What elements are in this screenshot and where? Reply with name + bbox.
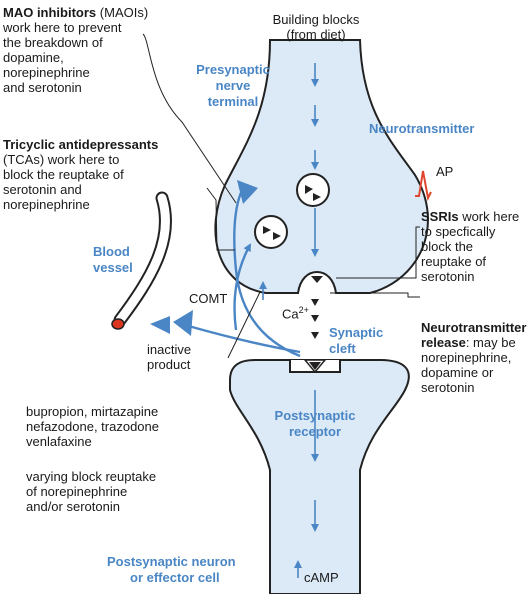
mao-line-5: and serotonin [3, 80, 82, 95]
release-title-line-1: Neurotransmitter [421, 320, 526, 335]
inactive-product-line-1: inactive [147, 342, 191, 357]
ap-label: AP [436, 164, 453, 179]
postsynaptic-receptor-line-2: receptor [255, 424, 375, 439]
building-blocks-line-2: (from diet) [262, 27, 370, 42]
blood-vessel-line-2: vessel [93, 260, 133, 275]
tca-line-4: norepinephrine [3, 197, 90, 212]
neurotransmitter-label: Neurotransmitter [369, 121, 474, 136]
presynaptic-line-1: Presynaptic [183, 62, 283, 77]
synaptic-cleft-line-2: cleft [329, 341, 356, 356]
ssri-title: SSRIs [421, 209, 459, 224]
tca-line-2: block the reuptake of [3, 167, 124, 182]
tca-line-3: serotonin and [3, 182, 82, 197]
mao-line-4: norepinephrine [3, 65, 90, 80]
ssri-line-2: to specfically [421, 224, 495, 239]
postsynaptic-cell [230, 360, 409, 594]
release-vesicle-marks [311, 276, 323, 283]
calcium-symbol: Ca [282, 306, 299, 321]
camp-label: cAMP [304, 570, 339, 585]
release-line-2: release: may be [421, 335, 516, 350]
ssri-line-5: serotonin [421, 269, 474, 284]
reuptake-line-3: and/or serotonin [26, 499, 120, 514]
presynaptic-line-3: terminal [183, 94, 283, 109]
release-line-3: norepinephrine, [421, 350, 511, 365]
mao-line-2: the breakdown of [3, 35, 103, 50]
drug-line-2: nefazodone, trazodone [26, 419, 159, 434]
postsynaptic-receptor-line-1: Postsynaptic [255, 408, 375, 423]
mao-line-3: dopamine, [3, 50, 64, 65]
ssri-rest: work here [459, 209, 520, 224]
tca-abbr: (TCAs) [3, 152, 44, 167]
tca-line-1-text: work here to [44, 152, 119, 167]
reuptake-line-2: of norepinephrine [26, 484, 127, 499]
reuptake-line-1: varying block reuptake [26, 469, 156, 484]
release-line-5: serotonin [421, 380, 474, 395]
calcium-label: Ca2+ [282, 303, 309, 321]
comt-label: COMT [189, 291, 227, 306]
tca-title: Tricyclic antidepressants [3, 137, 158, 152]
release-line-4: dopamine or [421, 365, 493, 380]
vesicle-left [255, 216, 287, 248]
inactive-product-line-2: product [147, 357, 190, 372]
release-rest: : may be [466, 335, 516, 350]
ssri-line-1: SSRIs work here [421, 209, 519, 224]
ssri-line-4: reuptake of [421, 254, 486, 269]
vesicle-upper [297, 174, 329, 206]
blood-vessel-line-1: Blood [93, 244, 130, 259]
postsynaptic-neuron-line-2: or effector cell [130, 570, 220, 585]
mao-inhibitors-label: MAO inhibitors (MAOIs) [3, 5, 148, 20]
release-title-line-2: release [421, 335, 466, 350]
synaptic-cleft-line-1: Synaptic [329, 325, 383, 340]
drug-line-3: venlafaxine [26, 434, 92, 449]
mao-title: MAO inhibitors [3, 5, 96, 20]
postsynaptic-neuron-line-1: Postsynaptic neuron [107, 554, 236, 569]
released-neurotransmitter [311, 299, 319, 339]
drug-line-1: bupropion, mirtazapine [26, 404, 158, 419]
calcium-charge: 2+ [299, 305, 309, 315]
mao-line-1: work here to prevent [3, 20, 122, 35]
building-blocks-line-1: Building blocks [262, 12, 370, 27]
ssri-line-3: block the [421, 239, 473, 254]
tca-line-1: (TCAs) work here to [3, 152, 119, 167]
mao-abbr: (MAOIs) [96, 5, 148, 20]
presynaptic-line-2: nerve [183, 78, 283, 93]
